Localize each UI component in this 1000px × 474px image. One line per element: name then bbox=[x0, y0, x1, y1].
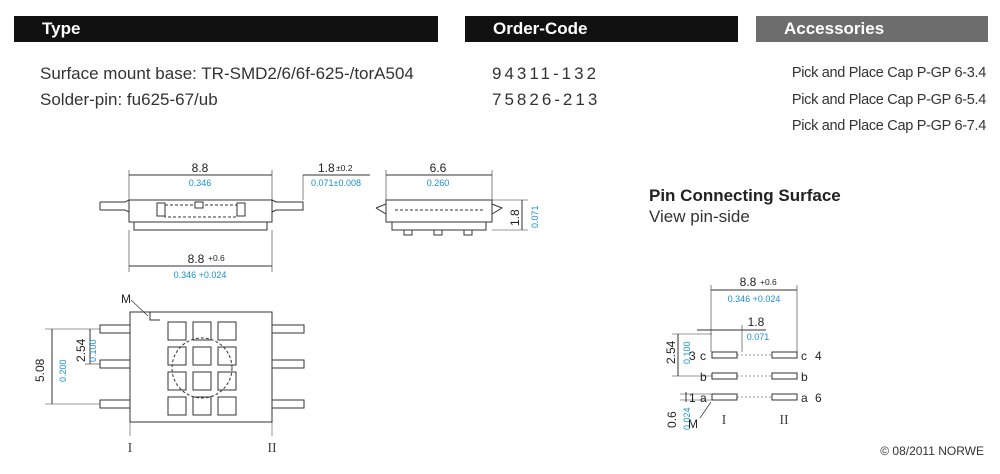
accessory-1: Pick and Place Cap P-GP 6-3.4 bbox=[791, 65, 986, 81]
total-in: 0.200 bbox=[58, 359, 68, 382]
pad-in: 0.071 bbox=[747, 332, 770, 342]
product-type-1: Surface mount base: TR-SMD2/6/6f-625-/to… bbox=[40, 64, 414, 83]
pin-height-tol: ±0.2 bbox=[336, 163, 353, 173]
top-view bbox=[45, 299, 305, 436]
pin-marker-m: M bbox=[688, 417, 698, 431]
end-view bbox=[375, 170, 528, 236]
side-view bbox=[99, 170, 370, 272]
order-code-1: 94311-132 bbox=[492, 64, 600, 83]
side-top-in: 0.346 bbox=[189, 178, 212, 188]
type-header: Type bbox=[14, 16, 438, 42]
total-mm: 5.08 bbox=[33, 358, 47, 382]
accessory-3: Pick and Place Cap P-GP 6-7.4 bbox=[791, 118, 986, 134]
end-width-mm: 6.6 bbox=[430, 161, 447, 175]
pin-surface-title: Pin Connecting Surface bbox=[649, 186, 841, 205]
end-width-in: 0.260 bbox=[427, 178, 450, 188]
pin-surface-subtitle: View pin-side bbox=[649, 207, 750, 226]
side-bottom-mm: 8.8 bbox=[188, 252, 205, 266]
pin-connect-diagram bbox=[672, 285, 798, 419]
end-height-in: 0.071 bbox=[530, 205, 540, 228]
pin-width-mm: 8.8 bbox=[740, 275, 757, 289]
pin-6-label: 6 bbox=[815, 391, 822, 405]
pitch-in: 0.100 bbox=[88, 339, 98, 362]
pin-height-in: 0.071±0.008 bbox=[311, 178, 361, 188]
order-code-header: Order-Code bbox=[465, 16, 738, 42]
pin-c-right: c bbox=[801, 349, 807, 363]
side-top-mm: 8.8 bbox=[192, 161, 209, 175]
pin-row-one: I bbox=[722, 413, 727, 428]
pin-4-label: 4 bbox=[815, 349, 822, 363]
accessory-2: Pick and Place Cap P-GP 6-5.4 bbox=[791, 92, 986, 108]
end-height-mm: 1.8 bbox=[508, 209, 522, 226]
order-code-2: 75826-213 bbox=[492, 90, 601, 109]
side-bottom-in: 0.346 +0.024 bbox=[174, 270, 227, 280]
row-two-label: II bbox=[267, 441, 277, 456]
pin-width-tol: +0.6 bbox=[760, 277, 777, 287]
pin-c-left: c bbox=[700, 349, 706, 363]
pin-pitch-mm: 2.54 bbox=[664, 340, 678, 364]
pad-mm: 1.8 bbox=[748, 315, 765, 329]
row-one-label: I bbox=[128, 441, 133, 456]
pin-1-label: 1 bbox=[689, 391, 696, 405]
gap-mm: 0.6 bbox=[665, 411, 679, 428]
gap-in: 0.024 bbox=[682, 407, 692, 430]
pin-a-right: a bbox=[801, 391, 808, 405]
pin-b-left: b bbox=[700, 370, 707, 384]
pitch-mm: 2.54 bbox=[74, 338, 88, 362]
pin-b-right: b bbox=[801, 370, 808, 384]
pin-width-in: 0.346 +0.024 bbox=[728, 294, 781, 304]
pin-3-label: 3 bbox=[689, 349, 696, 363]
pin-pitch-in: 0.100 bbox=[682, 341, 692, 364]
copyright: © 08/2011 NORWE bbox=[880, 444, 984, 458]
product-type-2: Solder-pin: fu625-67/ub bbox=[40, 90, 218, 109]
marker-m: M bbox=[121, 292, 131, 306]
pin-a-left: a bbox=[700, 391, 707, 405]
pin-height-mm: 1.8 bbox=[318, 161, 335, 175]
pin-row-two: II bbox=[779, 413, 789, 428]
side-bottom-tol: +0.6 bbox=[208, 253, 225, 263]
accessories-header: Accessories bbox=[756, 16, 988, 42]
